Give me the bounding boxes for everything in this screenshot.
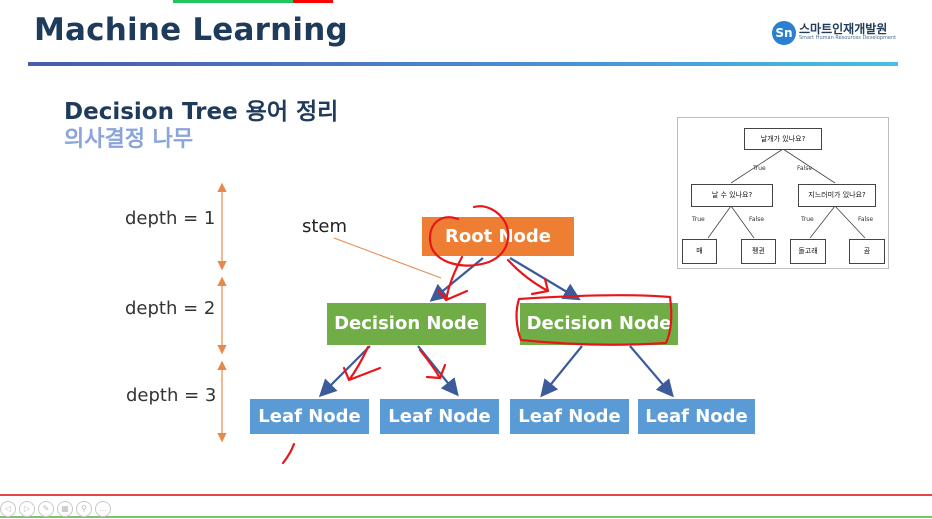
edge-root-right — [509, 257, 581, 301]
decision-node-right: Decision Node — [520, 303, 678, 345]
depth-label-2: depth = 2 — [125, 298, 216, 319]
zoom-icon[interactable]: ⚲ — [76, 501, 92, 517]
annotation-leaf-tick — [281, 442, 296, 465]
example-label-right-left: True — [801, 216, 814, 223]
slides-icon[interactable]: ▦ — [57, 501, 73, 517]
bottom-rule-green — [0, 516, 932, 518]
annotation-left-arrow-2 — [418, 348, 447, 380]
annotation-decision-box — [515, 294, 673, 346]
example-tree-edges — [707, 148, 866, 239]
title-divider — [28, 62, 898, 66]
example-tree-image: 날개가 있나요? 날 수 있나요? 지느러미가 있나요? 매 펭귄 돌고래 곰 … — [677, 117, 889, 269]
stem-pointer — [333, 237, 442, 279]
prev-icon[interactable]: ◁ — [0, 501, 16, 517]
example-left-box: 날 수 있나요? — [691, 184, 773, 207]
player-control-bar: ◁ ▷ ✎ ▦ ⚲ … — [0, 501, 111, 517]
bottom-rule-red — [0, 494, 932, 496]
example-label-right-right: False — [858, 216, 874, 223]
logo-tagline: Smart Human Resources Development — [799, 35, 897, 41]
example-label-root-left: True — [753, 165, 766, 172]
logo: Sn 스마트인재개발원 Smart Human Resources Develo… — [772, 20, 902, 48]
more-icon[interactable]: … — [95, 501, 111, 517]
edge-right-leaf4 — [629, 345, 674, 398]
section-subheading: 의사결정 나무 — [64, 127, 194, 152]
leaf-node-2: Leaf Node — [380, 399, 499, 434]
edge-right-leaf3 — [540, 345, 583, 398]
top-progress-green — [173, 0, 293, 3]
root-node: Root Node — [422, 217, 574, 256]
depth-label-1: depth = 1 — [125, 208, 216, 229]
leaf-node-3: Leaf Node — [510, 399, 629, 434]
example-root-box: 날개가 있나요? — [744, 128, 822, 150]
example-leaf-4: 곰 — [849, 239, 885, 264]
example-label-left-right: False — [749, 216, 765, 223]
example-leaf-2: 펭귄 — [741, 239, 776, 264]
logo-mark: Sn — [772, 21, 796, 45]
leaf-node-1: Leaf Node — [250, 399, 369, 434]
decision-node-left: Decision Node — [327, 303, 486, 345]
example-leaf-3: 돌고래 — [790, 239, 826, 264]
section-heading: Decision Tree 용어 정리 — [64, 99, 339, 125]
annotation-root-right-arrow — [506, 258, 550, 296]
stem-label: stem — [302, 216, 348, 237]
logo-name: 스마트인재개발원 — [799, 22, 888, 36]
example-label-root-right: False — [797, 165, 813, 172]
annotation-root-circle — [428, 205, 510, 267]
depth-label-3: depth = 3 — [126, 385, 217, 406]
slide-title: Machine Learning — [34, 12, 348, 48]
example-label-left-left: True — [692, 216, 705, 223]
annotation-root-left-arrow — [436, 255, 469, 302]
annotation-left-arrow-1 — [342, 345, 382, 382]
next-icon[interactable]: ▷ — [19, 501, 35, 517]
pen-icon[interactable]: ✎ — [38, 501, 54, 517]
example-right-box: 지느러미가 있나요? — [798, 184, 876, 207]
example-leaf-1: 매 — [682, 239, 717, 264]
leaf-node-4: Leaf Node — [638, 399, 755, 434]
